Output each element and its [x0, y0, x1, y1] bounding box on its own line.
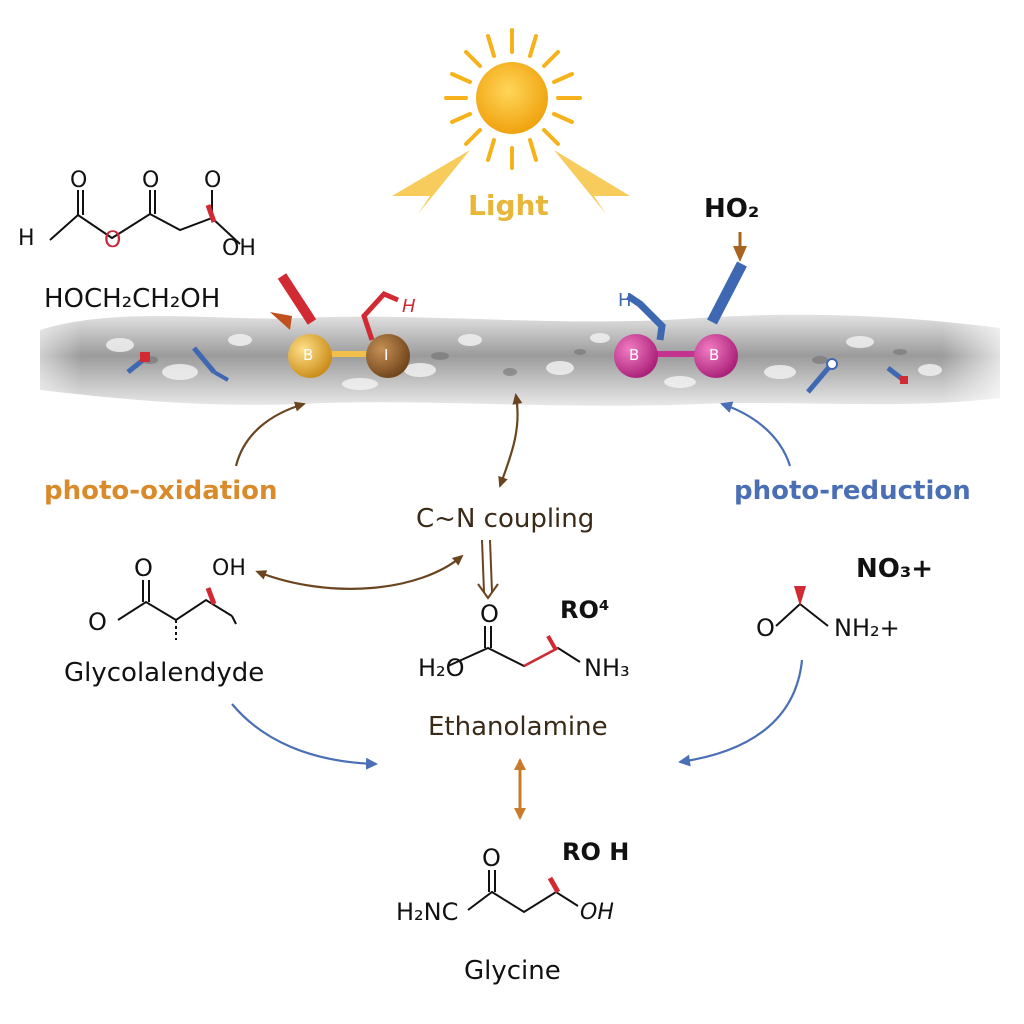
top-right-ho2-label: HO₂	[704, 194, 760, 224]
glycolaldehyde-name: Glycolalendyde	[64, 658, 265, 688]
glycolaldehyde-atom-o-top: O	[134, 554, 153, 582]
right-molecule-tag: NO₃+	[856, 554, 934, 584]
glycolaldehyde-coupling-arrow	[255, 554, 464, 590]
atom-magenta-left-label: B	[629, 346, 640, 364]
top-left-atom-o1: O	[70, 168, 88, 193]
light-beam-left	[392, 150, 470, 214]
right-molecule-atom-nh2: NH₂+	[834, 614, 900, 642]
glycine-tag: RO H	[562, 838, 630, 866]
atom-magenta-right-label: B	[709, 346, 720, 364]
right-to-ethanolamine-arrow	[678, 659, 804, 767]
reduction-arrow	[720, 401, 792, 467]
top-left-atom-oh: OH	[222, 236, 256, 261]
coupling-down-arrow	[477, 539, 499, 600]
glycolaldehyde-atom-o-left: O	[88, 608, 107, 636]
cn-coupling-label: C~N coupling	[416, 504, 595, 534]
left-pair-h-label: H	[402, 296, 416, 317]
top-left-formula: HOCH₂CH₂OH	[44, 284, 221, 314]
photo-oxidation-label: photo-oxidation	[44, 476, 278, 506]
top-left-atom-o2: O	[142, 168, 160, 193]
atom-gold-label: B	[303, 346, 314, 364]
ethanolamine-atom-nh3: NH₃	[584, 654, 630, 682]
atom-brown-label: I	[384, 346, 389, 364]
top-left-atom-o3: O	[204, 168, 222, 193]
glycine-atom-h2n: H₂NC	[396, 898, 459, 926]
atom-brown	[366, 334, 410, 378]
ethanolamine-atom-h2o: H₂O	[418, 654, 465, 682]
right-pair-h-label: H	[618, 290, 632, 311]
sun-icon	[444, 28, 582, 170]
glycine-structure	[467, 870, 579, 914]
glycolaldehyde-structure	[117, 580, 237, 640]
adsorbate-left	[126, 346, 229, 382]
adsorbate-right	[806, 358, 908, 394]
glycine-atom-o-top: O	[482, 844, 501, 872]
glycol-to-ethanolamine-arrow	[231, 703, 378, 770]
top-left-atom-h: H	[18, 226, 35, 251]
bond-left-red	[277, 273, 317, 325]
glycine-atom-oh: OH	[580, 900, 614, 925]
ethanolamine-tag: RO⁴	[560, 596, 610, 624]
atom-magenta-left	[614, 334, 658, 378]
coupling-double-arrow	[498, 393, 523, 488]
ethanolamine-atom-o-top: O	[480, 600, 499, 628]
top-left-atom-o-mid: O	[104, 228, 122, 253]
photo-reduction-label: photo-reduction	[734, 476, 971, 506]
oxidation-arrow	[234, 401, 306, 467]
light-beam-right	[554, 150, 630, 214]
ethanolamine-name: Ethanolamine	[428, 712, 608, 742]
ethanolamine-structure	[447, 626, 581, 668]
glycine-name: Glycine	[464, 956, 561, 986]
right-molecule-atom-o: O	[756, 614, 775, 642]
catalyst-surface	[0, 300, 1024, 420]
right-molecule-structure	[775, 602, 829, 627]
glycolaldehyde-atom-oh: OH	[212, 556, 246, 581]
atom-gold	[288, 334, 332, 378]
atom-magenta-right	[694, 334, 738, 378]
light-label: Light	[468, 189, 549, 222]
